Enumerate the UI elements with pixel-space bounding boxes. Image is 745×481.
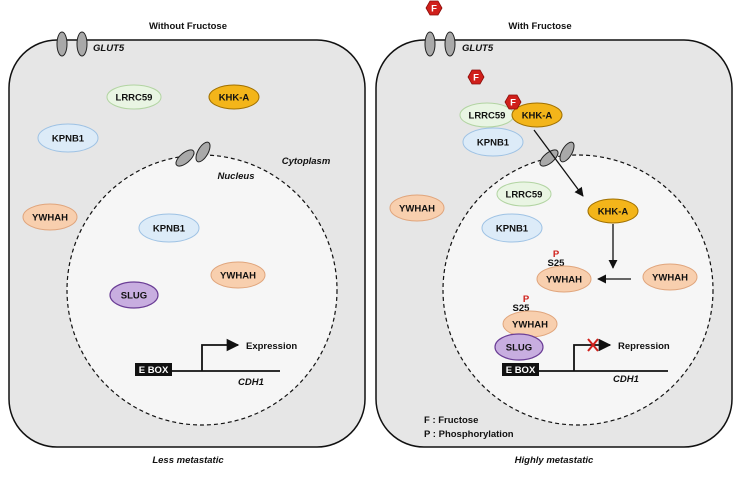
svg-text:KHK-A: KHK-A xyxy=(522,111,553,122)
svg-text:YWHAH: YWHAH xyxy=(32,213,68,224)
right-panel-title: With Fructose xyxy=(508,21,571,32)
s25-site-label: S25 xyxy=(548,258,566,269)
fructose-molecule-outside: F xyxy=(425,0,443,16)
right-kpnb1-nucleus: KPNB1 xyxy=(481,213,543,243)
svg-text:YWHAH: YWHAH xyxy=(399,204,435,215)
khk-import-arrow xyxy=(533,129,584,197)
svg-text:SLUG: SLUG xyxy=(506,343,532,354)
fructose-molecule-bound: F xyxy=(504,94,522,110)
svg-text:F: F xyxy=(473,73,479,84)
left-nucleus-label: Nucleus xyxy=(218,171,255,182)
right-glut5-label: GLUT5 xyxy=(462,43,494,54)
svg-text:YWHAH: YWHAH xyxy=(220,271,256,282)
svg-text:F: F xyxy=(510,98,516,109)
right-khk-a-cytoplasm: KHK-A xyxy=(511,102,563,128)
left-panel-title: Without Fructose xyxy=(149,21,227,32)
right-caption: Highly metastatic xyxy=(515,455,594,466)
svg-text:KPNB1: KPNB1 xyxy=(477,138,510,149)
phospho-marker: P xyxy=(553,249,560,260)
left-caption: Less metastatic xyxy=(152,455,224,466)
repression-cross-icon xyxy=(587,338,599,352)
left-ywhah-nucleus: YWHAH xyxy=(210,261,266,289)
left-glut5-label: GLUT5 xyxy=(93,43,125,54)
svg-text:KHK-A: KHK-A xyxy=(219,93,250,104)
ywhah-slug-complex: P S25 YWHAH SLUG xyxy=(494,294,558,361)
right-lrrc59-nucleus: LRRC59 xyxy=(496,181,552,207)
phosphorylated-ywhah: P S25 YWHAH xyxy=(536,249,592,293)
left-panel: Without Fructose GLUT5 LRRC59 KHK-A KPNB… xyxy=(8,21,366,466)
right-ywhah-nucleus: YWHAH xyxy=(642,263,698,291)
left-slug: SLUG xyxy=(109,281,159,309)
right-ywhah-cytoplasm: YWHAH xyxy=(389,194,445,222)
left-ebox xyxy=(135,363,172,376)
left-ywhah-cytoplasm: YWHAH xyxy=(22,203,78,231)
right-cdh1-gene: E BOX Repression CDH1 xyxy=(502,338,670,385)
left-cdh1-gene: E BOX Expression CDH1 xyxy=(135,338,297,388)
left-ebox-label: E BOX xyxy=(139,365,169,376)
left-khk-a: KHK-A xyxy=(208,84,260,110)
svg-text:YWHAH: YWHAH xyxy=(512,320,548,331)
left-nuclear-pore xyxy=(175,141,211,167)
right-cdh1-label: CDH1 xyxy=(613,374,639,385)
svg-text:KPNB1: KPNB1 xyxy=(52,134,85,145)
left-glut5-channel xyxy=(56,31,88,57)
right-lrrc59-cytoplasm: LRRC59 xyxy=(459,102,515,128)
left-expression-label: Expression xyxy=(246,341,297,352)
svg-text:YWHAH: YWHAH xyxy=(546,275,582,286)
svg-text:KHK-A: KHK-A xyxy=(598,207,629,218)
svg-text:LRRC59: LRRC59 xyxy=(469,111,506,122)
left-cdh1-label: CDH1 xyxy=(238,377,264,388)
right-kpnb1-cytoplasm: KPNB1 xyxy=(462,127,524,157)
left-cytoplasm-label: Cytoplasm xyxy=(282,156,331,167)
svg-text:SLUG: SLUG xyxy=(121,291,147,302)
right-glut5-channel xyxy=(424,31,456,57)
left-kpnb1-cytoplasm: KPNB1 xyxy=(37,123,99,153)
svg-text:KPNB1: KPNB1 xyxy=(496,224,529,235)
svg-text:KPNB1: KPNB1 xyxy=(153,224,186,235)
fructose-molecule-cytoplasm: F xyxy=(467,69,485,85)
svg-text:LRRC59: LRRC59 xyxy=(506,190,543,201)
phospho-marker-bound: P xyxy=(523,294,530,305)
right-panel: With Fructose F GLUT5 F LRRC59 KHK-A F xyxy=(375,0,733,466)
left-lrrc59: LRRC59 xyxy=(106,84,162,110)
right-nuclear-pore xyxy=(539,141,575,167)
legend-phosphorylation: P : Phosphorylation xyxy=(424,429,514,440)
right-khk-a-nucleus: KHK-A xyxy=(587,198,639,224)
svg-text:YWHAH: YWHAH xyxy=(652,273,688,284)
right-repression-label: Repression xyxy=(618,341,670,352)
left-nucleus xyxy=(66,154,338,426)
right-ebox xyxy=(502,363,539,376)
legend-fructose: F : Fructose xyxy=(424,415,478,426)
right-ebox-label: E BOX xyxy=(506,365,536,376)
svg-text:LRRC59: LRRC59 xyxy=(116,93,153,104)
svg-text:F: F xyxy=(431,4,437,15)
left-kpnb1-nucleus: KPNB1 xyxy=(138,213,200,243)
s25-site-label-bound: S25 xyxy=(513,303,531,314)
